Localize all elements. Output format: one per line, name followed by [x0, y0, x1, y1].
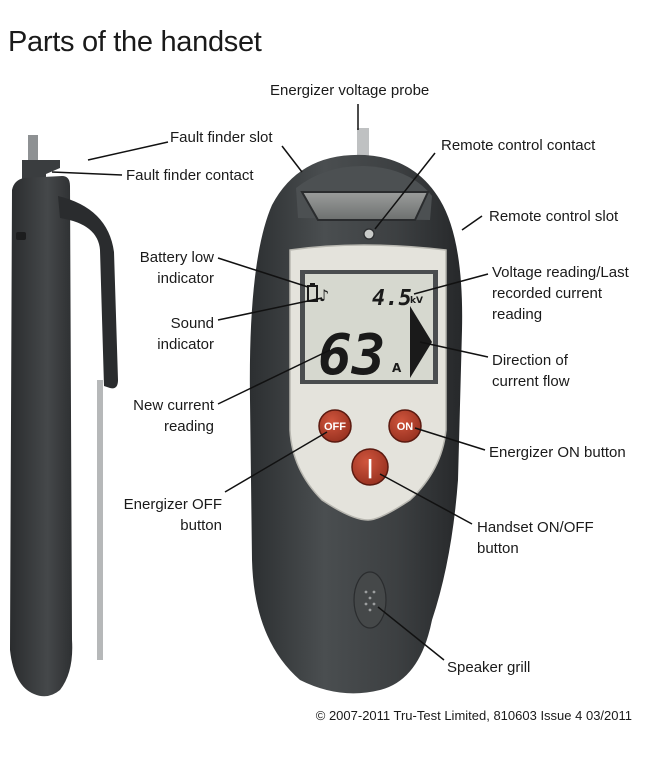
label-fault-finder-slot: Fault finder slot — [170, 129, 273, 146]
label-handset-on-off-line2: button — [477, 540, 519, 557]
leader-handset-on-off — [379, 473, 473, 525]
label-voltage-reading-line2: recorded current — [492, 285, 603, 302]
leader-fault-finder-contact — [51, 171, 123, 176]
part-labels: Energizer voltage probe Fault finder slo… — [124, 82, 630, 676]
leader-voltage-reading — [413, 273, 489, 295]
on-button-label: ON — [397, 421, 414, 433]
label-remote-control-contact: Remote control contact — [441, 137, 596, 154]
handset-side-view — [10, 135, 118, 697]
belt-clip — [58, 196, 118, 389]
remote-control-window — [300, 191, 430, 221]
voltage-unit: kV — [410, 296, 423, 306]
handset-front-view: ♪ 4.5 kV 63 A OFF ON | — [249, 128, 463, 694]
leader-lines — [51, 104, 489, 661]
current-readout: 63 — [318, 323, 385, 388]
side-button-notch — [16, 232, 26, 240]
label-fault-finder-contact: Fault finder contact — [126, 167, 254, 184]
label-direction-line2: current flow — [492, 373, 570, 390]
handset-power-button[interactable]: | — [351, 448, 389, 486]
leader-direction — [419, 341, 489, 358]
label-battery-low-line1: Battery low — [140, 249, 214, 266]
leader-energizer-off — [224, 431, 328, 493]
leader-fault-finder-slot-front — [281, 145, 303, 173]
label-battery-low-line2: indicator — [157, 270, 214, 287]
voltage-probe — [357, 128, 369, 158]
energizer-on-button[interactable]: ON — [388, 409, 422, 443]
label-speaker-grill: Speaker grill — [447, 659, 530, 676]
leader-energizer-on — [414, 427, 486, 451]
speaker-grill — [353, 571, 387, 629]
label-new-current-line2: reading — [164, 418, 214, 435]
label-new-current-line1: New current — [133, 397, 215, 414]
side-probe — [28, 135, 38, 165]
side-body — [10, 176, 73, 697]
off-button-label: OFF — [324, 421, 346, 433]
leader-remote-contact — [374, 152, 436, 230]
leader-remote-slot — [461, 215, 483, 231]
page-title: Parts of the handset — [8, 26, 262, 58]
label-energizer-on-button: Energizer ON button — [489, 444, 626, 461]
leader-speaker — [377, 606, 445, 661]
current-unit: A — [392, 361, 402, 375]
label-energizer-voltage-probe: Energizer voltage probe — [270, 82, 429, 99]
leader-new-current — [217, 349, 331, 405]
leader-sound — [217, 297, 323, 321]
label-remote-control-slot: Remote control slot — [489, 208, 619, 225]
power-icon: | — [367, 457, 373, 479]
leader-battery-low — [217, 257, 309, 288]
sound-icon: ♪ — [319, 286, 329, 305]
label-voltage-reading-line1: Voltage reading/Last — [492, 264, 630, 281]
label-energizer-off-line2: button — [180, 517, 222, 534]
battery-terminal — [310, 283, 315, 286]
label-voltage-reading-line3: reading — [492, 306, 542, 323]
side-edge-highlight — [97, 380, 103, 660]
label-handset-on-off-line1: Handset ON/OFF — [477, 519, 594, 536]
leader-fault-finder-slot — [87, 141, 169, 161]
voltage-readout: 4.5 — [372, 286, 412, 311]
label-direction-line1: Direction of — [492, 352, 569, 369]
label-sound-line1: Sound — [171, 315, 214, 332]
label-energizer-off-line1: Energizer OFF — [124, 496, 222, 513]
label-sound-line2: indicator — [157, 336, 214, 353]
remote-control-contact — [363, 228, 375, 240]
copyright-notice: © 2007-2011 Tru-Test Limited, 810603 Iss… — [315, 708, 632, 723]
energizer-off-button[interactable]: OFF — [318, 409, 352, 443]
